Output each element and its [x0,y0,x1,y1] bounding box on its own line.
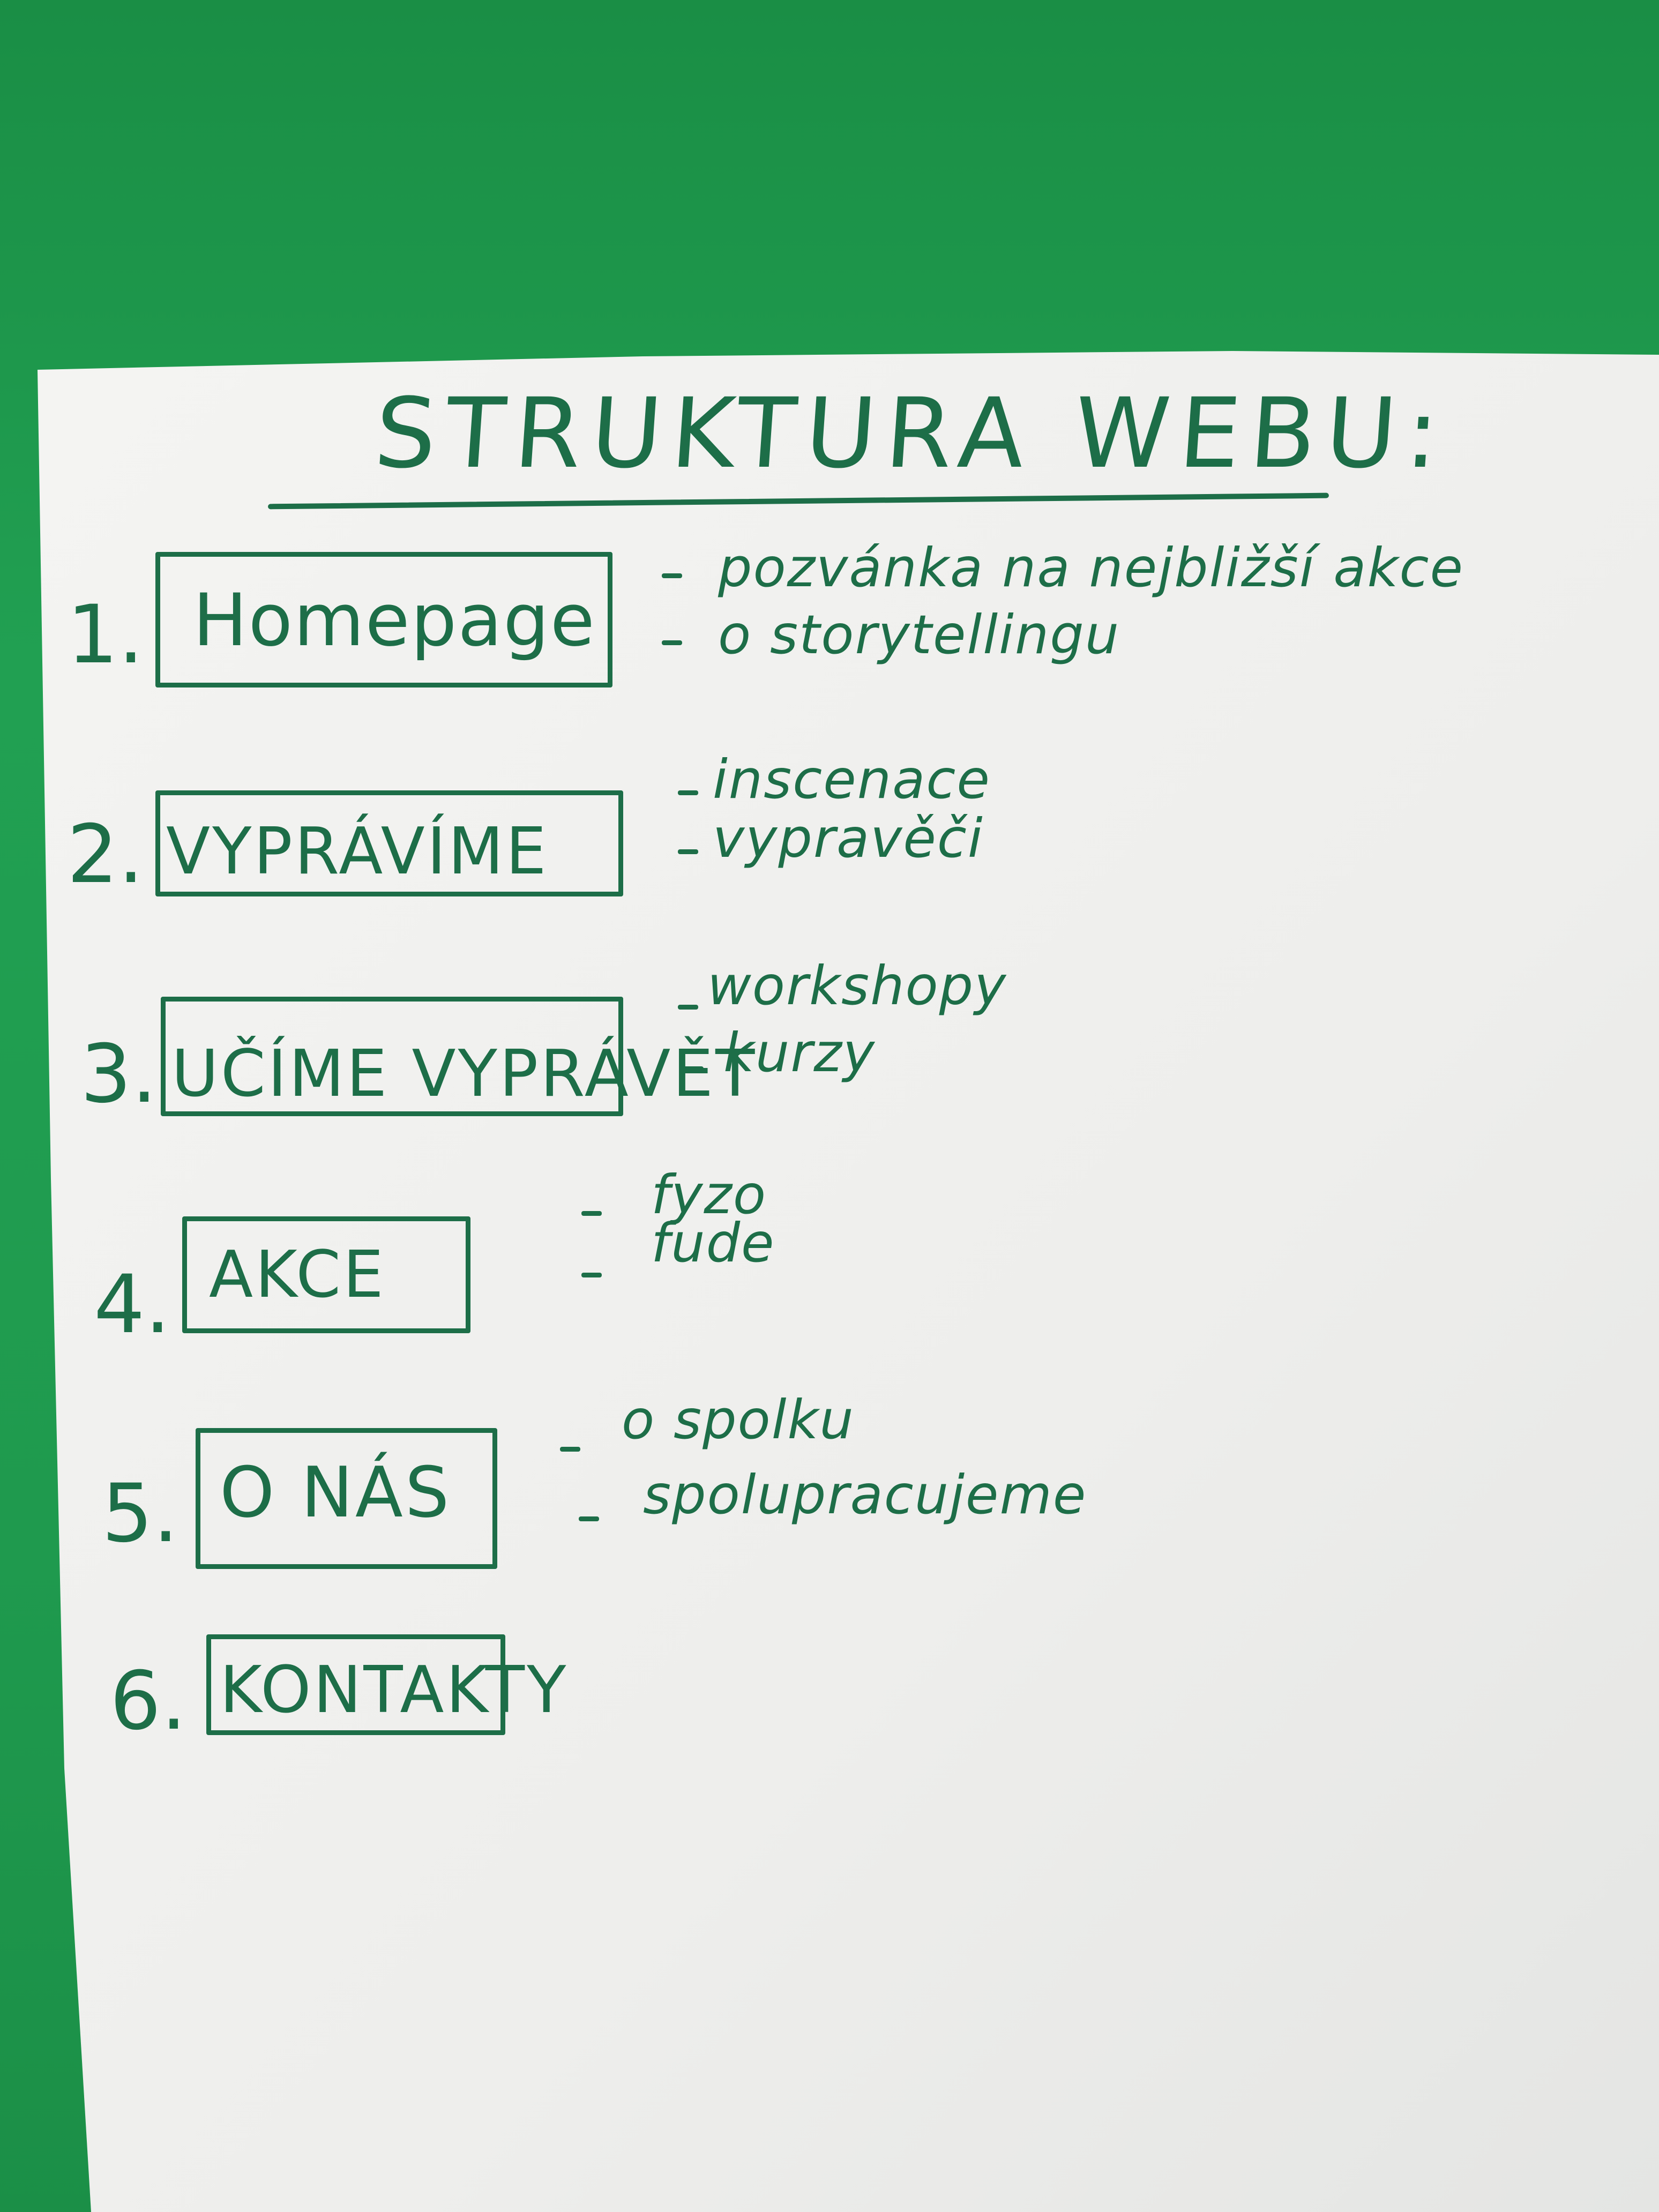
bullet-dash [560,1447,580,1452]
section-label: VYPRÁVÍME [166,814,549,889]
section-label: O NÁS [220,1452,452,1533]
section-box [155,790,623,896]
section-item: fyzo [651,1163,767,1226]
section-box [196,1428,497,1569]
bullet-dash [581,1273,602,1277]
section-number: 5. [102,1467,179,1560]
section-item: inscenace [713,748,991,811]
bullet-dash [678,790,698,795]
section-item: pozvánka na nejbližší akce [718,536,1464,599]
page-title: STRUKTURA WEBU: [371,378,1452,490]
bullet-dash [683,1066,704,1071]
section-number: 6. [110,1655,187,1748]
section-number: 2. [67,808,144,901]
section-item: vypravěči [713,807,984,870]
section-box [155,552,612,687]
section-label: AKCE [209,1238,386,1312]
section-item: workshopy [707,954,1007,1017]
section-item: kurzy [723,1021,876,1084]
bullet-dash [579,1516,599,1521]
section-item: o storytellingu [718,603,1120,666]
bullet-dash [662,640,682,645]
section-label: UČÍME VYPRÁVĚT [171,1037,757,1111]
bullet-dash [581,1211,602,1216]
section-box [206,1634,505,1735]
section-box [161,997,623,1116]
section-item: spolupracujeme [643,1463,1087,1526]
bullet-dash [662,573,682,578]
section-number: 3. [80,1028,158,1121]
section-label: KONTAKTY [220,1653,569,1728]
section-number: 1. [67,588,144,682]
bullet-dash [678,849,698,854]
section-number: 4. [94,1258,171,1351]
section-box [182,1216,470,1333]
bullet-dash [678,1005,698,1010]
section-item: o spolku [622,1388,855,1451]
section-item: fude [651,1212,775,1274]
section-label: Homepage [193,578,596,662]
